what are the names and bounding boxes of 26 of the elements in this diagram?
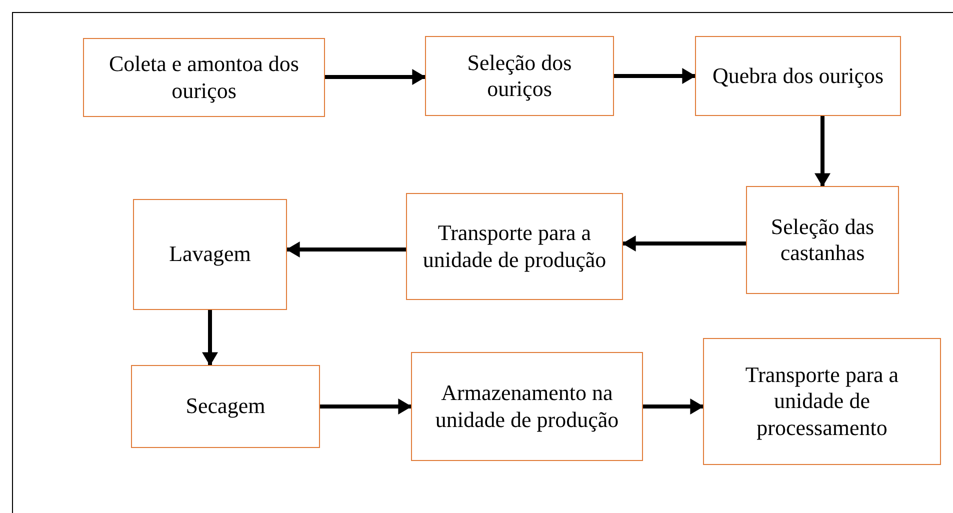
process-box (406, 193, 623, 300)
arrow (814, 116, 830, 187)
step-label: Quebra dos ouriços (712, 62, 884, 90)
step-label: Seleção das castanhas (770, 214, 876, 266)
process-box (411, 352, 643, 461)
arrow (622, 236, 746, 252)
step-label: Transporte para a unidade de produção (422, 220, 608, 273)
arrow (202, 310, 218, 366)
arrow (286, 242, 406, 258)
process-box (131, 365, 320, 448)
process-box (746, 186, 899, 294)
step-label: Lavagem (169, 241, 251, 268)
process-box (703, 338, 941, 465)
step-label: Secagem (186, 393, 266, 420)
arrow (643, 398, 704, 414)
arrow (320, 398, 412, 414)
process-box (425, 36, 614, 116)
arrow (614, 68, 696, 84)
process-box (695, 36, 901, 116)
arrow (325, 69, 426, 85)
step-label: Seleção dos ouriços (466, 50, 573, 102)
step-label: Transporte para a unidade de processamento (744, 362, 900, 442)
process-box (133, 199, 287, 310)
step-label: Coleta e amontoa dos ouriços (108, 51, 300, 104)
process-box (83, 38, 325, 117)
step-label: Armazenamento na unidade de produção (434, 380, 620, 433)
